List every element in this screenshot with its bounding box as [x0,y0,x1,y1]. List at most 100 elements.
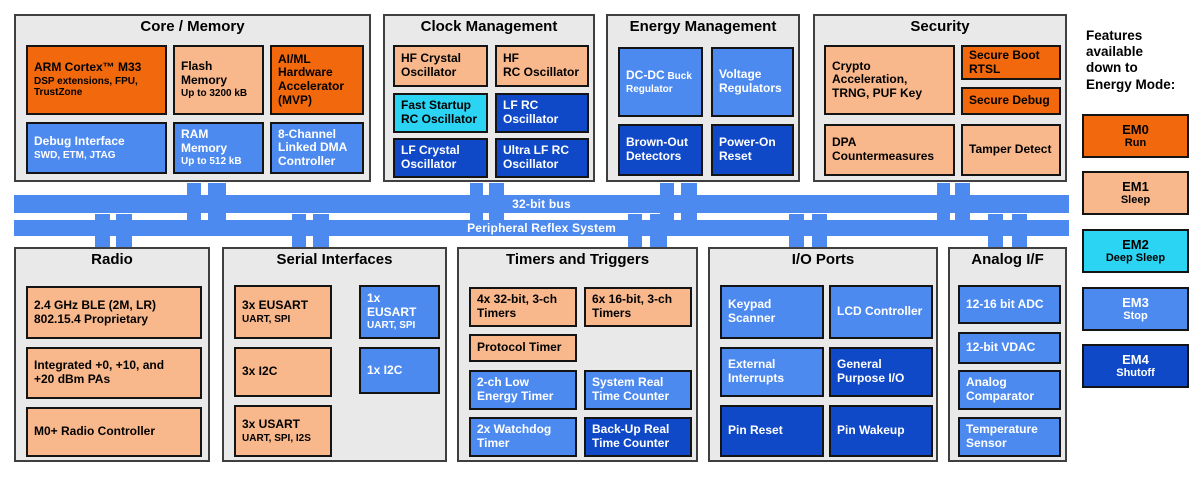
block-label: 6x 16-bit, 3-ch Timers [592,292,673,320]
block-label: 12-bit VDAC [966,340,1036,355]
block-label: Temperature Sensor [966,422,1038,450]
block-label: Fast Startup RC Oscillator [401,98,478,126]
block-label: DC-DC Buck [626,67,692,82]
block-label: Back-Up Real Time Counter [592,422,670,450]
legend-item-label: EM1 [1122,178,1149,194]
block-label: LF RC Oscillator [503,98,559,126]
block-sublabel: UART, SPI, I2S [242,432,311,444]
legend-item-sublabel: Shutoff [1116,367,1155,380]
block-timers-16bit: 6x 16-bit, 3-ch Timers [584,287,692,327]
block-sublabel: DSP extensions, FPU, TrustZone [34,75,138,99]
block-label: M0+ Radio Controller [34,424,156,439]
legend-item-label: EM4 [1122,351,1149,367]
block-system-rtc: System Real Time Counter [584,370,692,410]
block-label: Power-On Reset [719,135,776,163]
block-label: 3x I2C [242,364,278,379]
section-title-energy-management: Energy Management [629,18,777,35]
block-m0-radio-controller: M0+ Radio Controller [26,407,202,457]
block-crypto-acceleration: Crypto Acceleration, TRNG, PUF Key [824,45,955,115]
section-title-serial-interfaces: Serial Interfaces [276,251,393,268]
block-dma-controller: 8-Channel Linked DMA Controller [270,122,364,174]
block-label: Debug Interface [34,133,125,148]
block-vdac: 12-bit VDAC [958,332,1061,364]
block-keypad-scanner: Keypad Scanner [720,285,824,339]
block-label: 4x 32-bit, 3-ch Timers [477,292,558,320]
section-title-io-ports: I/O Ports [791,251,855,268]
block-hf-crystal-oscillator: HF Crystal Oscillator [393,45,488,87]
block-label: Pin Reset [728,423,783,438]
block-label: Voltage Regulators [719,67,782,95]
bus-32bit-label: 32-bit bus [512,197,571,211]
block-pin-wakeup: Pin Wakeup [829,405,933,457]
block-label: LF Crystal Oscillator [401,143,460,171]
block-sublabel: SWD, ETM, JTAG [34,149,116,161]
block-label: 12-16 bit ADC [966,296,1044,311]
block-lf-crystal-oscillator: LF Crystal Oscillator [393,138,488,178]
section-title-core-memory: Core / Memory [140,18,245,35]
block-tamper-detect: Tamper Detect [961,124,1061,176]
block-label: External Interrupts [728,357,785,385]
block-pin-reset: Pin Reset [720,405,824,457]
block-integrated-pas: Integrated +0, +10, and+20 dBm PAs [26,347,202,399]
legend-title: Features available down to Energy Mode: [1086,28,1176,92]
block-voltage-regulators: Voltage Regulators [711,47,794,117]
block-label-line2: RC Oscillator [503,65,580,79]
block-label-line2: +20 dBm PAs [34,372,111,386]
block-label: 3x USART [242,416,301,431]
block-label: HF Crystal Oscillator [401,51,462,79]
block-sublabel: Regulator [626,83,673,95]
block-label: 8-Channel Linked DMA Controller [278,126,347,168]
bus-prs: Peripheral Reflex System [14,220,1069,236]
block-label: Integrated +0, +10, and [34,358,165,373]
block-label: General Purpose I/O [837,357,905,385]
block-general-purpose-io: General Purpose I/O [829,347,933,397]
block-lf-rc-oscillator: LF RC Oscillator [495,93,589,133]
block-watchdog-timer: 2x Watchdog Timer [469,417,577,457]
block-label-line2: 802.15.4 Proprietary [34,311,149,326]
legend-item-label: EM2 [1122,236,1149,252]
block-label: RAM Memory [181,127,228,155]
block-timers-32bit: 4x 32-bit, 3-ch Timers [469,287,577,327]
block-label: ARM Cortex™ M33 [34,60,142,75]
block-i2c-1x: 1x I2C [359,347,440,394]
legend-item-sublabel: Run [1124,137,1147,150]
block-label: Tamper Detect [969,142,1052,157]
block-label-line2: Energy Timer [477,389,554,403]
block-label: 2x Watchdog Timer [477,422,552,450]
block-label-small: Buck [664,70,692,82]
block-label: Analog Comparator [966,375,1035,403]
block-label: 3x EUSART [242,297,309,312]
legend-item-label: EM0 [1122,121,1149,137]
block-label: Keypad Scanner [728,297,776,325]
block-analog-comparator: Analog Comparator [958,370,1061,410]
block-sublabel: UART, SPI [367,320,416,332]
block-adc: 12-16 bit ADC [958,285,1061,324]
bus-32bit: 32-bit bus [14,195,1069,213]
legend-item-sublabel: Stop [1123,310,1148,323]
section-title-security: Security [910,18,970,35]
block-ultra-lf-rc-oscillator: Ultra LF RC Oscillator [495,138,589,178]
block-lcd-controller: LCD Controller [829,285,933,339]
legend-item-sublabel: Deep Sleep [1105,252,1166,265]
block-label: 1x I2C [367,362,403,377]
